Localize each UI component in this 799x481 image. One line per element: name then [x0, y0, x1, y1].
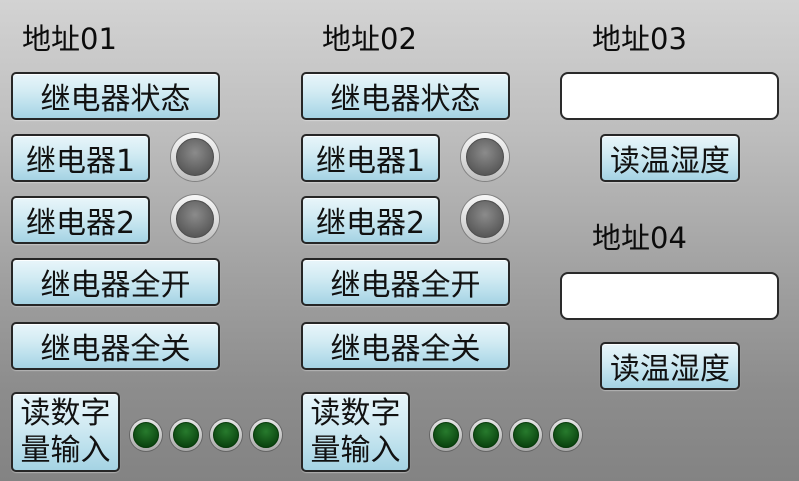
led-lamp: [553, 422, 579, 448]
read-temperature-humidity-button-04[interactable]: 读温湿度: [600, 342, 740, 390]
indicator-lamp: [176, 138, 214, 176]
indicator-lamp: [466, 200, 504, 238]
led-lamp: [473, 422, 499, 448]
led-lamp: [133, 422, 159, 448]
relay-1-indicator-01: [171, 133, 219, 181]
digital-input-led-1: [430, 419, 462, 451]
relay-2-indicator-02: [461, 195, 509, 243]
digital-input-led-4: [250, 419, 282, 451]
read-temperature-humidity-button-03[interactable]: 读温湿度: [600, 134, 740, 182]
address-02-label: 地址02: [322, 22, 417, 56]
led-lamp: [513, 422, 539, 448]
all-relays-off-button-01[interactable]: 继电器全关: [11, 322, 220, 370]
digital-input-led-3: [510, 419, 542, 451]
all-relays-off-button-02[interactable]: 继电器全关: [301, 322, 510, 370]
relay-2-button-01[interactable]: 继电器2: [11, 196, 150, 244]
address-03-label: 地址03: [592, 22, 687, 56]
read-digital-input-button-02[interactable]: 读数字 量输入: [301, 392, 410, 472]
digital-input-led-2: [170, 419, 202, 451]
relay-status-button-01[interactable]: 继电器状态: [11, 72, 220, 120]
indicator-lamp: [176, 200, 214, 238]
relay-1-indicator-02: [461, 133, 509, 181]
digital-input-led-2: [470, 419, 502, 451]
relay-2-button-02[interactable]: 继电器2: [301, 196, 440, 244]
relay-2-indicator-01: [171, 195, 219, 243]
all-relays-on-button-02[interactable]: 继电器全开: [301, 258, 510, 306]
temperature-humidity-readout-04[interactable]: [560, 272, 779, 320]
address-04-label: 地址04: [592, 221, 687, 255]
led-lamp: [213, 422, 239, 448]
digital-input-led-4: [550, 419, 582, 451]
relay-1-button-01[interactable]: 继电器1: [11, 134, 150, 182]
read-digital-button-line-1: 读数字: [20, 396, 111, 431]
read-digital-input-button-01[interactable]: 读数字 量输入: [11, 392, 120, 472]
read-digital-button-line-1: 读数字: [310, 396, 401, 431]
indicator-lamp: [466, 138, 504, 176]
digital-input-led-3: [210, 419, 242, 451]
led-lamp: [173, 422, 199, 448]
read-digital-button-line-2: 量输入: [20, 433, 111, 468]
relay-1-button-02[interactable]: 继电器1: [301, 134, 440, 182]
digital-input-leds-01: [130, 419, 282, 451]
digital-input-led-1: [130, 419, 162, 451]
address-01-label: 地址01: [22, 22, 117, 56]
led-lamp: [433, 422, 459, 448]
read-digital-button-line-2: 量输入: [310, 433, 401, 468]
all-relays-on-button-01[interactable]: 继电器全开: [11, 258, 220, 306]
led-lamp: [253, 422, 279, 448]
relay-status-button-02[interactable]: 继电器状态: [301, 72, 510, 120]
temperature-humidity-readout-03[interactable]: [560, 72, 779, 120]
digital-input-leds-02: [430, 419, 582, 451]
